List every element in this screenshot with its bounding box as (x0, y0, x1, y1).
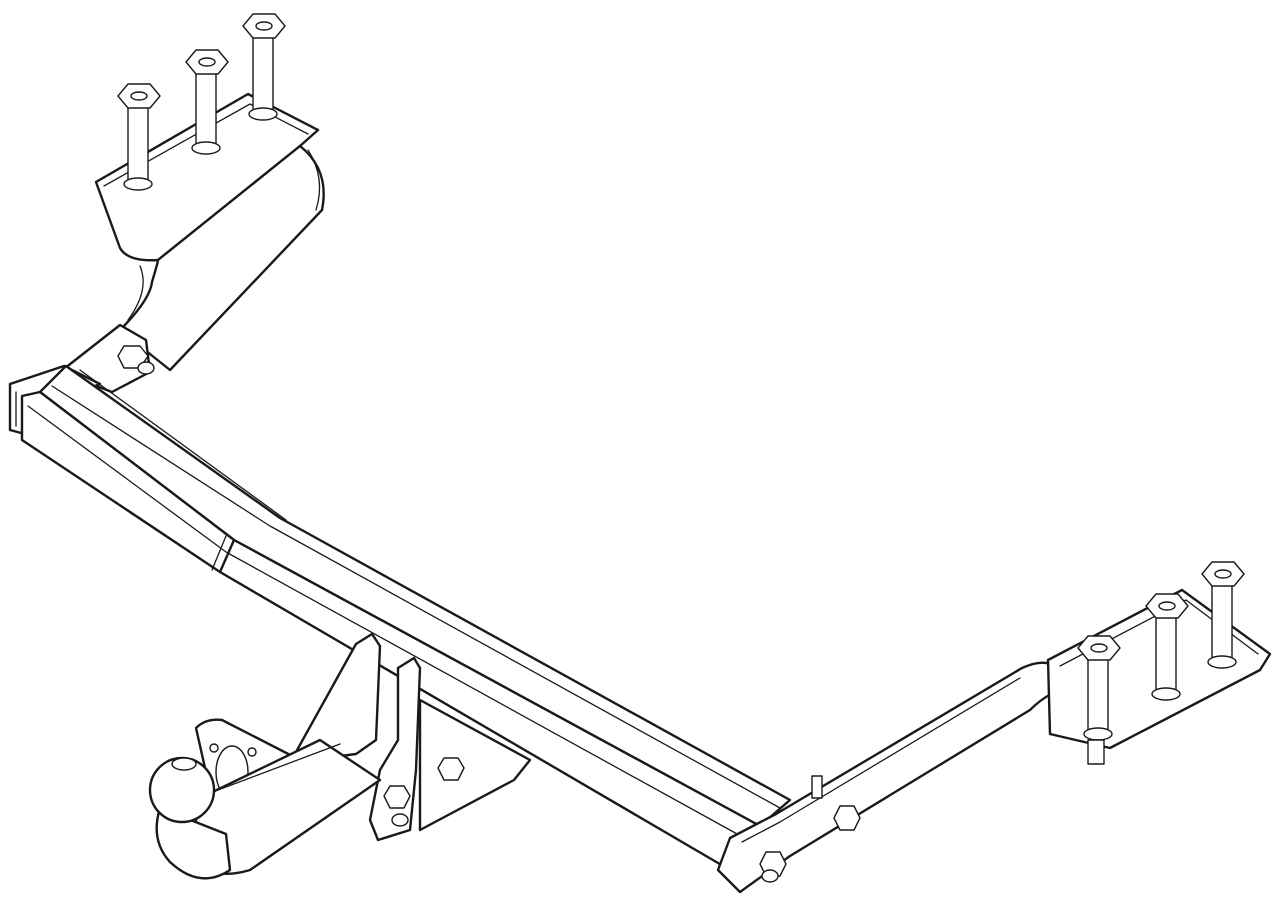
left-mounting-bracket (58, 13, 325, 394)
nut-icon (833, 805, 861, 831)
nut-icon (117, 345, 155, 375)
bolt-icon (383, 785, 411, 827)
bolt-icon (1145, 593, 1189, 701)
bolt-icon (242, 13, 286, 121)
bolt-icon (1077, 635, 1121, 765)
bolt-icon (811, 775, 823, 799)
tow-ball-icon (148, 756, 216, 824)
right-mounting-bracket (716, 561, 1272, 894)
nut-icon (437, 757, 465, 781)
hitch-assembly (148, 632, 532, 880)
bolt-icon (185, 49, 229, 155)
bolt-icon (1201, 561, 1245, 669)
main-cross-beam (8, 364, 792, 872)
bolt-icon (117, 83, 161, 191)
nut-icon (759, 851, 787, 883)
